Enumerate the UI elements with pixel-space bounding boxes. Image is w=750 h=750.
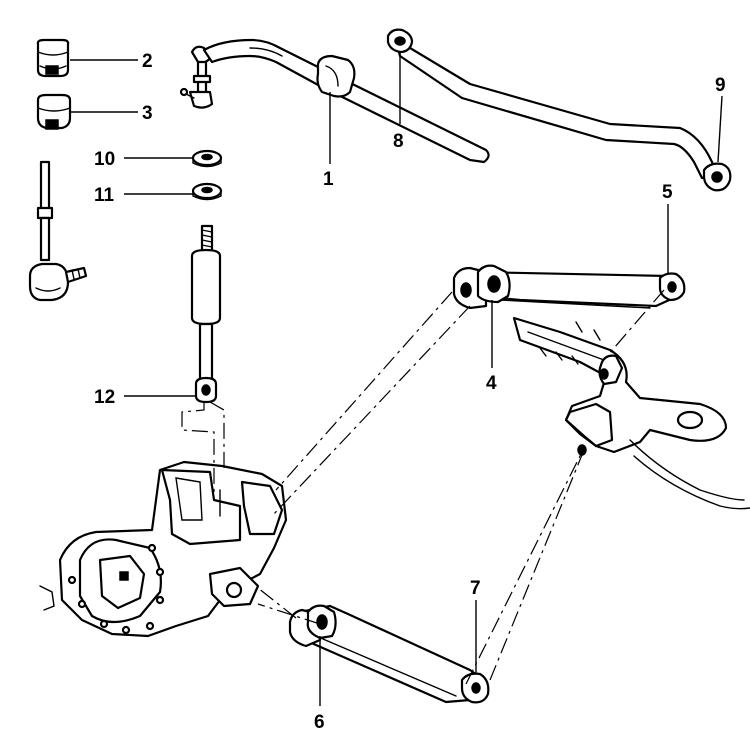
- callout-3: 3: [142, 103, 153, 124]
- part-3-bush: [36, 93, 72, 130]
- callout-11: 11: [94, 185, 115, 206]
- part-1-stabilizer-bar: [202, 38, 490, 164]
- part-10-washer: [191, 149, 223, 168]
- callout-4: 4: [486, 373, 497, 394]
- part-6-7-lower-control-arm: [288, 604, 490, 704]
- leader-9: [717, 95, 723, 163]
- assembly-dashed-lines: [181, 289, 665, 685]
- part-12-shock-absorber: [190, 224, 222, 404]
- callout-7: 7: [470, 578, 481, 599]
- callout-5: 5: [662, 182, 673, 203]
- rear-axle-housing: [39, 460, 288, 638]
- callout-10: 10: [94, 149, 115, 170]
- callout-1: 1: [323, 169, 334, 190]
- callout-6: 6: [314, 712, 325, 733]
- drop-link-rod: [28, 160, 88, 302]
- callout-8: 8: [393, 131, 404, 152]
- part-4-5-upper-control-arm: [452, 264, 686, 310]
- callout-9: 9: [715, 75, 726, 96]
- part-2-bush: [36, 38, 70, 78]
- part-11-washer: [191, 182, 223, 201]
- callout-12: 12: [94, 387, 115, 408]
- part-8-9-track-bar: [386, 28, 732, 192]
- callout-2: 2: [142, 51, 153, 72]
- frame-chassis-bracket: [512, 316, 750, 510]
